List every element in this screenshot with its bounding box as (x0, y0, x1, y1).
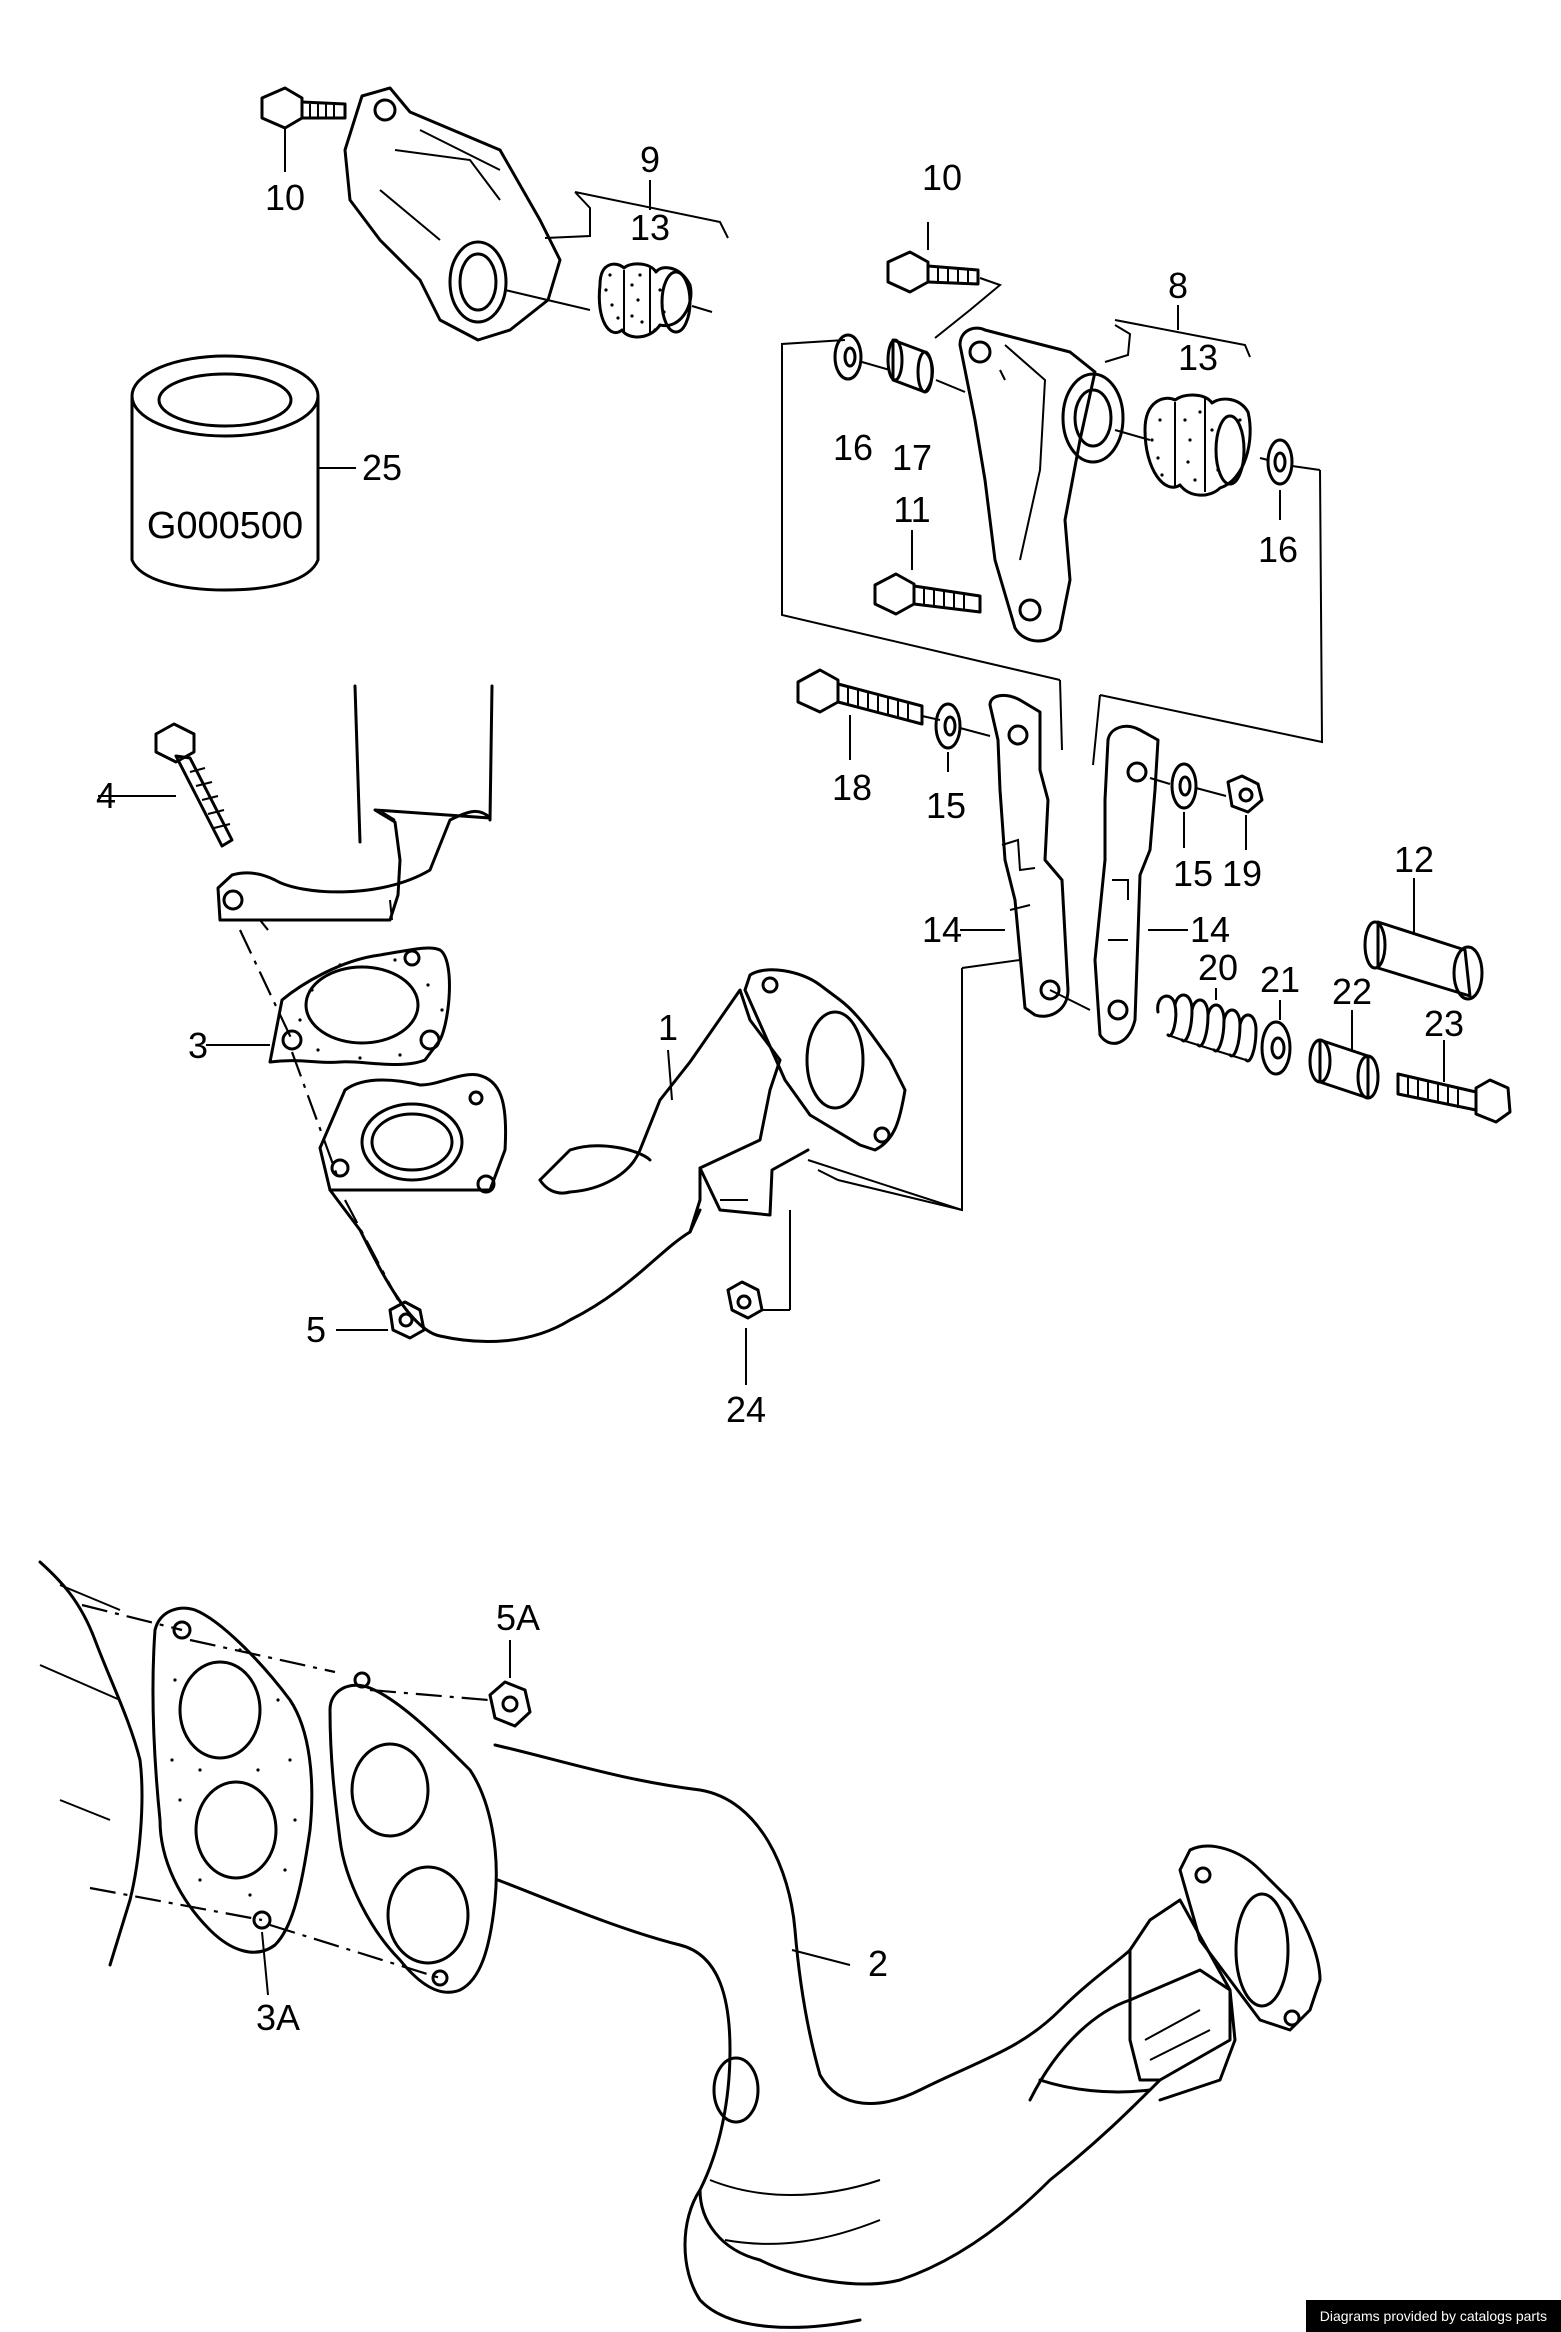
callout-22: 22 (1332, 971, 1372, 1012)
right-mount-assembly (781, 222, 1324, 744)
washer-21 (1260, 1020, 1292, 1076)
callout-15-left: 15 (926, 785, 966, 826)
nut-24 (726, 1280, 764, 1320)
nut-5A (488, 1680, 532, 1728)
callout-25: 25 (362, 447, 402, 488)
nut-5 (388, 1300, 426, 1340)
callout-24: 24 (726, 1389, 766, 1430)
callout-12: 12 (1394, 839, 1434, 880)
callout-3A: 3A (256, 1997, 300, 2038)
callout-16-left: 16 (833, 427, 873, 468)
callout-4: 4 (96, 775, 116, 816)
washer-16-left (833, 333, 863, 381)
callout-23: 23 (1424, 1003, 1464, 1044)
washer-15-left (934, 702, 962, 750)
bolt-4 (98, 722, 234, 848)
mount-bracket-upper (343, 86, 562, 342)
callout-1: 1 (658, 1007, 678, 1048)
gasket-3 (206, 946, 451, 1066)
part-25-cylinder: G000500 (130, 354, 356, 592)
nut-19 (1226, 774, 1264, 814)
callout-5A: 5A (496, 1597, 540, 1638)
callout-14-right: 14 (1190, 909, 1230, 950)
callout-10-left: 10 (265, 177, 305, 218)
stamp-text: G000500 (147, 505, 303, 547)
spring-20 (1156, 988, 1258, 1063)
callout-18: 18 (832, 767, 872, 808)
bolt-10-left (260, 86, 347, 172)
washer-15-right (1170, 762, 1198, 810)
callout-17: 17 (892, 437, 932, 478)
front-pipe-2 (38, 1560, 1322, 2329)
rubber-bushing-13-right (1143, 393, 1252, 497)
callout-9: 9 (640, 139, 660, 180)
callout-5: 5 (306, 1309, 326, 1350)
spacer-17 (891, 338, 934, 394)
upper-left-mount-assembly (260, 86, 729, 342)
bolt-10-right (886, 222, 980, 294)
sleeve-12 (1363, 878, 1484, 1001)
washer-16-right (1266, 438, 1294, 486)
spring-assembly (1156, 878, 1512, 1124)
pipe-2-flange (328, 1671, 498, 1994)
mount-bracket-right (958, 326, 1097, 643)
front-pipe-1 (98, 684, 963, 1385)
strap-assembly (796, 668, 1264, 1212)
callout-3: 3 (188, 1025, 208, 1066)
bolt-23 (1396, 1040, 1512, 1124)
callout-20: 20 (1198, 947, 1238, 988)
credit-banner: Diagrams provided by catalogs parts (1305, 2300, 1561, 2332)
callout-8: 8 (1168, 265, 1188, 306)
callout-19: 19 (1222, 853, 1262, 894)
callout-13-right: 13 (1178, 337, 1218, 378)
gasket-3A (151, 1606, 314, 1954)
rubber-bushing-13-upper (597, 262, 713, 339)
callout-11: 11 (893, 489, 930, 530)
sleeve-22 (1308, 1010, 1380, 1100)
callout-16-right: 16 (1258, 529, 1298, 570)
bolt-11 (873, 530, 982, 616)
callout-15-right: 15 (1173, 853, 1213, 894)
strap-14-left (988, 693, 1070, 1018)
bolt-18 (796, 668, 924, 760)
callout-2: 2 (868, 1943, 888, 1984)
strap-14-right (1093, 724, 1160, 1045)
callout-13-upper: 13 (630, 207, 670, 248)
callout-labels: 10 9 13 25 10 8 13 16 17 16 11 18 15 15 … (96, 139, 1464, 2038)
callout-21: 21 (1260, 959, 1300, 1000)
callout-14-left: 14 (922, 909, 962, 950)
callout-10-right: 10 (922, 157, 962, 198)
